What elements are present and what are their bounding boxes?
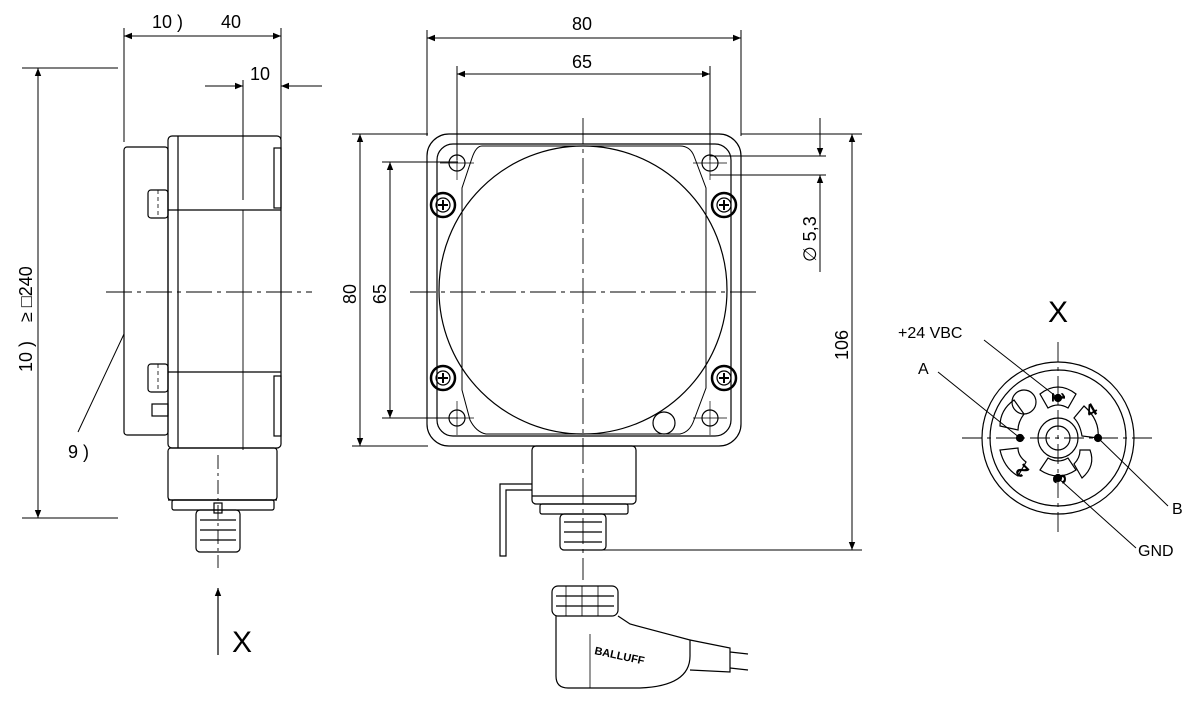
connector-face	[937, 339, 1169, 549]
dim-left-note: 10 )	[16, 341, 36, 372]
dim-top-value: 40	[221, 12, 241, 32]
side-view	[22, 28, 322, 655]
cable-connector	[551, 585, 749, 689]
brand-logo: BALLUFF	[593, 645, 645, 667]
dim-width-outer-value: 80	[572, 14, 592, 34]
view-label-x: X	[232, 626, 252, 659]
dim-width-inner-value: 65	[572, 52, 592, 72]
pin-number-2: 2	[1012, 460, 1033, 481]
dim-left-value: ≥ □240	[16, 266, 36, 322]
dim-hole-value: ∅ 5,3	[800, 216, 820, 262]
pin-number-4: 4	[1082, 399, 1101, 421]
callout-9: 9 )	[68, 442, 89, 462]
pin-number-1: 1	[1048, 392, 1068, 402]
dim-height-outer-value: 80	[340, 284, 360, 304]
connector-view-title: X	[1048, 296, 1068, 329]
label-pin2: A	[918, 361, 929, 378]
label-pin3: GND	[1138, 543, 1174, 560]
label-pin4: B	[1172, 501, 1183, 518]
front-view	[352, 30, 862, 580]
dim-inner-value: 10	[250, 64, 270, 84]
pin-number-3: 3	[1050, 474, 1070, 484]
dim-top-note: 10 )	[152, 12, 183, 32]
dim-total-height-value: 106	[832, 330, 852, 360]
dim-height-inner-value: 65	[370, 284, 390, 304]
label-pin1: +24 VBC	[898, 325, 962, 342]
